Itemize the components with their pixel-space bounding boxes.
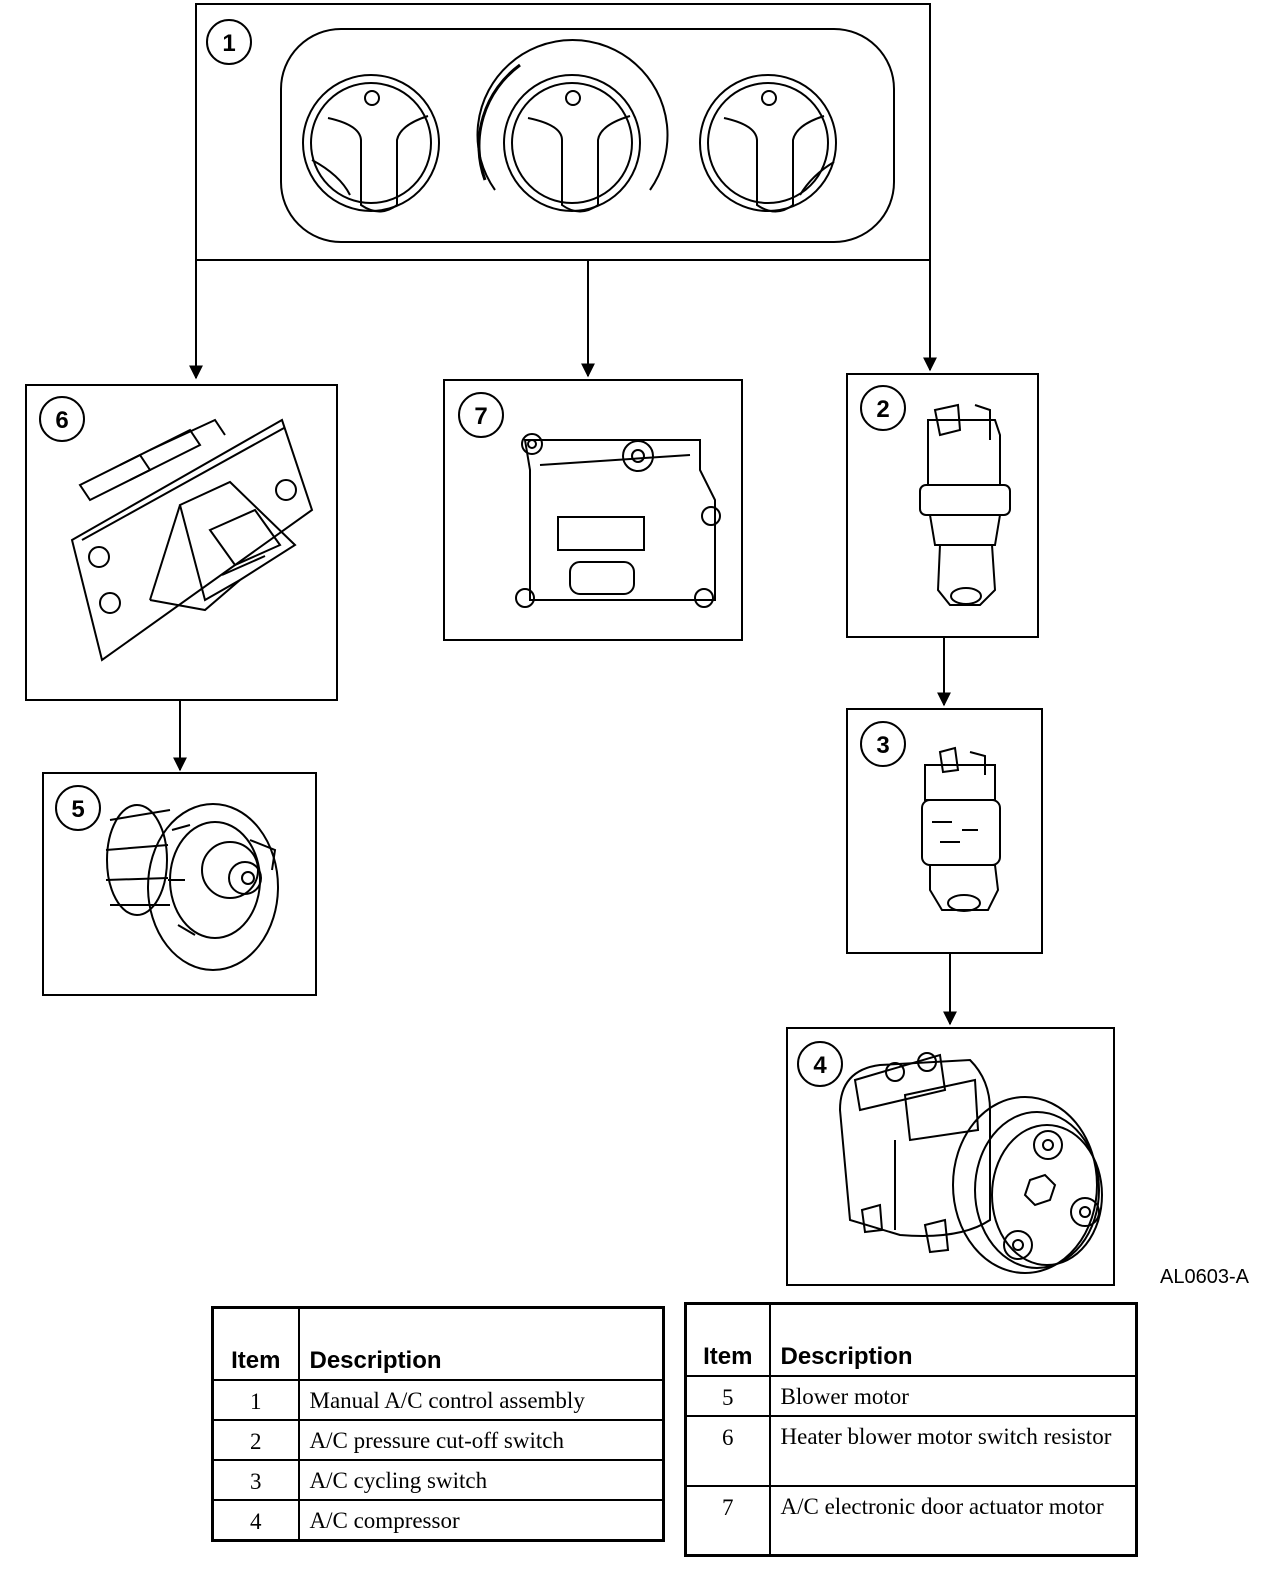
legend-item-number: 5 bbox=[684, 1374, 771, 1417]
control-knob-right bbox=[699, 74, 837, 213]
legend-item-description: Blower motor bbox=[768, 1374, 1138, 1417]
control-knob-center bbox=[476, 39, 669, 213]
legend-item-number: 3 bbox=[211, 1458, 300, 1501]
table-row: 2 A/C pressure cut-off switch bbox=[211, 1418, 665, 1461]
legend-header-row: Item Description bbox=[684, 1302, 1138, 1377]
legend-header-description: Description bbox=[297, 1306, 665, 1381]
callout-2: 2 bbox=[860, 385, 906, 431]
callout-2-label: 2 bbox=[876, 396, 889, 423]
callout-3-label: 3 bbox=[876, 732, 889, 759]
figure-id: AL0603-A bbox=[1160, 1266, 1249, 1288]
legend-item-description: A/C compressor bbox=[297, 1498, 665, 1541]
cycling-switch-drawing bbox=[921, 746, 1001, 912]
callout-4: 4 bbox=[797, 1041, 843, 1087]
legend-table-right: Item Description 5 Blower motor 6 Heater… bbox=[684, 1302, 1138, 1557]
legend-item-number: 2 bbox=[211, 1418, 300, 1461]
callout-6: 6 bbox=[39, 396, 85, 442]
table-row: 6 Heater blower motor switch resistor bbox=[684, 1414, 1138, 1487]
legend-header-row: Item Description bbox=[211, 1306, 665, 1381]
legend-item-number: 7 bbox=[684, 1484, 771, 1557]
legend-item-number: 1 bbox=[211, 1378, 300, 1421]
legend-item-description: A/C pressure cut-off switch bbox=[297, 1418, 665, 1461]
control-assembly-box bbox=[195, 3, 931, 261]
callout-1-label: 1 bbox=[222, 30, 235, 57]
control-knob-left bbox=[302, 74, 440, 213]
table-row: 4 A/C compressor bbox=[211, 1498, 665, 1541]
compressor-box bbox=[786, 1027, 1115, 1286]
table-row: 5 Blower motor bbox=[684, 1374, 1138, 1417]
callout-1: 1 bbox=[206, 19, 252, 65]
callout-5-label: 5 bbox=[71, 796, 84, 823]
legend-table-left: Item Description 1 Manual A/C control as… bbox=[211, 1306, 665, 1542]
component-diagram: 1 2 3 4 5 6 7 bbox=[25, 3, 1115, 1286]
callout-5: 5 bbox=[55, 785, 101, 831]
callout-4-label: 4 bbox=[813, 1052, 827, 1079]
table-row: 3 A/C cycling switch bbox=[211, 1458, 665, 1501]
legend-header-item: Item bbox=[211, 1306, 300, 1381]
legend-item-description: A/C electronic door actuator motor bbox=[768, 1484, 1138, 1557]
table-row: 7 A/C electronic door actuator motor bbox=[684, 1484, 1138, 1557]
legend-item-number: 4 bbox=[211, 1498, 300, 1541]
door-actuator-drawing bbox=[515, 433, 721, 608]
legend-header-description: Description bbox=[768, 1302, 1138, 1377]
table-row: 1 Manual A/C control assembly bbox=[211, 1378, 665, 1421]
callout-7: 7 bbox=[458, 392, 504, 438]
callout-7-label: 7 bbox=[474, 403, 487, 430]
pressure-switch-drawing bbox=[919, 403, 1011, 606]
flow-arrows bbox=[173, 260, 957, 1026]
blower-motor-drawing bbox=[105, 803, 279, 971]
callout-3: 3 bbox=[860, 721, 906, 767]
blower-resistor-box bbox=[25, 384, 338, 701]
blower-resistor-drawing bbox=[70, 418, 314, 662]
legend-item-description: A/C cycling switch bbox=[297, 1458, 665, 1501]
door-actuator-box bbox=[443, 379, 743, 641]
legend-item-description: Heater blower motor switch resistor bbox=[768, 1414, 1138, 1487]
legend-item-number: 6 bbox=[684, 1414, 771, 1487]
legend-header-item: Item bbox=[684, 1302, 771, 1377]
cycling-switch-box bbox=[846, 708, 1043, 954]
compressor-drawing bbox=[838, 1052, 1103, 1274]
callout-6-label: 6 bbox=[55, 407, 68, 434]
blower-motor-box bbox=[42, 772, 317, 996]
legend-item-description: Manual A/C control assembly bbox=[297, 1378, 665, 1421]
pressure-switch-box bbox=[846, 373, 1039, 638]
